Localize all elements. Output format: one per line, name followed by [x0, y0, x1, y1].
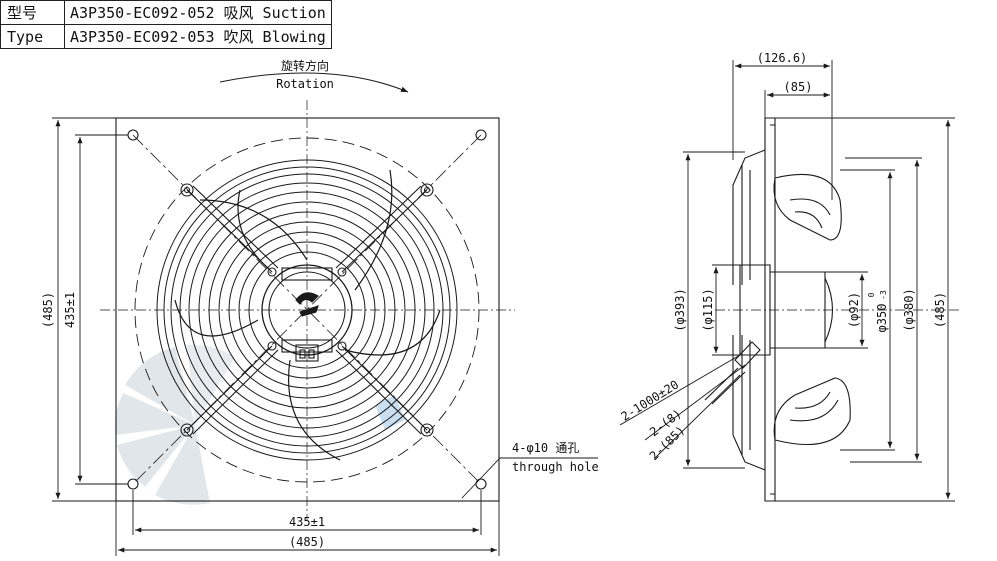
type-table: 型号 A3P350-EC092-052 吸风 Suction Type A3P3…	[0, 0, 332, 49]
side-depth-overall: (126.6)	[757, 51, 808, 65]
type-key-cn: 型号	[0, 0, 65, 25]
type-value-suction: A3P350-EC092-052 吸风 Suction	[64, 0, 332, 25]
front-width-overall: (485)	[289, 535, 325, 549]
side-impeller-upper	[773, 173, 842, 241]
side-dia-393: (φ393)	[673, 288, 687, 331]
fan-blades	[174, 169, 441, 461]
hole-note-en: through hole	[512, 460, 599, 474]
front-height-overall: (485)	[41, 292, 55, 328]
front-width-holes: 435±1	[289, 515, 325, 529]
side-height-overall: (485)	[933, 292, 947, 328]
side-motor	[739, 264, 771, 356]
side-dia-350: φ350	[875, 304, 889, 333]
front-dimensions	[52, 117, 598, 556]
mounting-plate	[115, 117, 500, 502]
guard-struts	[186, 185, 428, 435]
rotation-arrow	[219, 72, 409, 93]
watermark-logo	[114, 344, 405, 505]
side-dimensions	[619, 60, 955, 502]
type-row-blowing: Type A3P350-EC092-053 吹风 Blowing	[0, 24, 332, 49]
front-centerlines	[100, 100, 515, 520]
type-key-en: Type	[0, 24, 65, 49]
rotation-label-cn: 旋转方向	[281, 58, 329, 73]
side-dia-380: (φ380)	[902, 288, 916, 331]
strut-screws	[180, 183, 434, 437]
side-guard	[732, 149, 766, 471]
side-dia-350-tol-lower: -3	[879, 290, 888, 300]
rotation-label-en: Rotation	[276, 77, 334, 91]
side-view	[704, 117, 851, 502]
front-height-holes: 435±1	[63, 292, 77, 328]
hole-note-cn: 4-φ10 通孔	[512, 441, 579, 455]
side-dia-350-tol-upper: 0	[867, 292, 876, 297]
side-dia-92: (φ92)	[847, 292, 861, 328]
side-dia-115: (φ115)	[701, 288, 715, 331]
type-row-suction: 型号 A3P350-EC092-052 吸风 Suction	[0, 0, 332, 25]
rotation-indicator: 旋转方向 Rotation	[219, 58, 409, 93]
side-impeller-lower	[773, 377, 851, 446]
front-view	[100, 100, 515, 520]
side-depth-guard: (85)	[784, 80, 813, 94]
side-cable-gland	[734, 341, 761, 369]
type-value-blowing: A3P350-EC092-053 吹风 Blowing	[64, 24, 332, 49]
